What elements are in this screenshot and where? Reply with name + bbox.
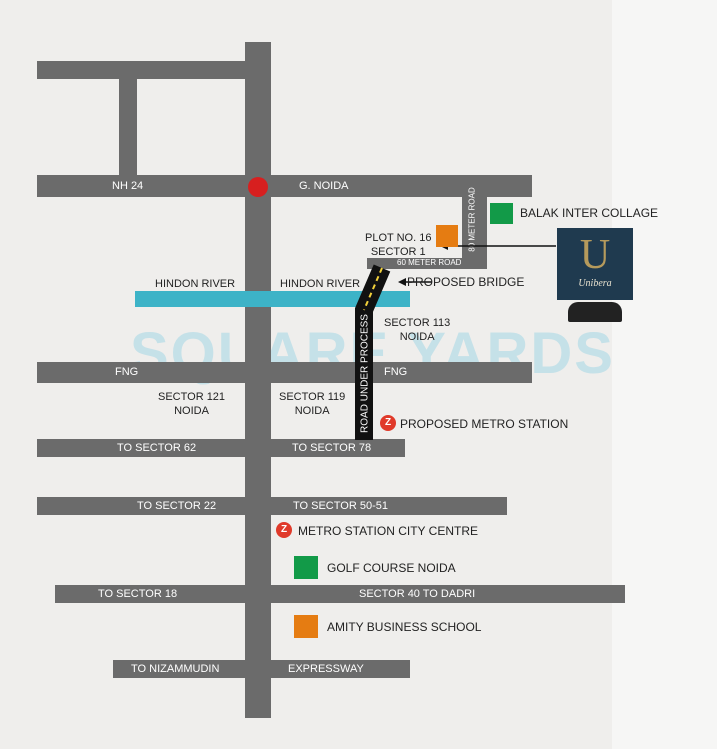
golf-marker [294,556,318,579]
expressway-label: EXPRESSWAY [288,663,364,675]
hindon-river-label: HINDON RIVER [280,278,361,290]
60-meter-road: 60 METER ROAD [367,258,487,269]
location-marker-icon [248,177,268,197]
hindon-river-label: HINDON RIVER [155,278,236,290]
to-sector-50-51-label: TO SECTOR 50-51 [293,500,388,512]
top-road [37,61,271,79]
sector-40-dadri-label: SECTOR 40 TO DADRI [359,588,476,600]
g-noida-label: G. NOIDA [299,180,349,192]
arrow-icon [398,278,406,286]
unibera-logo: U Unibera [557,228,633,300]
80-meter-road: 80 METER ROAD [462,175,487,268]
metro-city-centre-label: METRO STATION CITY CENTRE [298,524,479,538]
balak-marker [490,203,513,224]
proposed-bridge-label: PROPOSED BRIDGE [407,275,525,289]
proposed-metro-label: PROPOSED METRO STATION [400,417,569,431]
fng-label: FNG [384,366,408,378]
fng-road: FNG FNG [37,362,532,383]
left-vertical-road [119,61,137,181]
plot-marker [436,225,458,247]
to-sector-18-label: TO SECTOR 18 [98,588,178,600]
to-sector-78-label: TO SECTOR 78 [292,442,372,454]
fng-label: FNG [115,366,139,378]
metro-logo-icon: Z [276,522,292,538]
background-strip [612,0,717,749]
balak-label: BALAK INTER COLLAGE [520,206,659,220]
nh24-road: NH 24 G. NOIDA [37,175,532,197]
sector-62-road: TO SECTOR 62 TO SECTOR 78 [37,439,405,457]
to-nizammudin-label: TO NIZAMMUDIN [131,663,220,675]
sector-18-road: TO SECTOR 18 SECTOR 40 TO DADRI [55,585,625,603]
logo-name: Unibera [578,278,612,289]
golf-label: GOLF COURSE NOIDA [327,561,456,575]
60m-label: 60 METER ROAD [397,258,462,267]
to-sector-62-label: TO SECTOR 62 [117,442,197,454]
amity-label: AMITY BUSINESS SCHOOL [327,620,482,634]
nh24-label: NH 24 [112,180,144,192]
hindon-river [135,291,410,307]
column-capital-icon [568,302,622,322]
expressway-road: TO NIZAMMUDIN EXPRESSWAY [113,660,410,678]
sector-22-road: TO SECTOR 22 TO SECTOR 50-51 [37,497,507,515]
metro-logo-icon: Z [380,415,396,431]
amity-marker [294,615,318,638]
to-sector-22-label: TO SECTOR 22 [137,500,217,512]
road-under-process-label: ROAD UNDER PROCESS [359,314,371,433]
logo-letter: U [579,232,611,278]
